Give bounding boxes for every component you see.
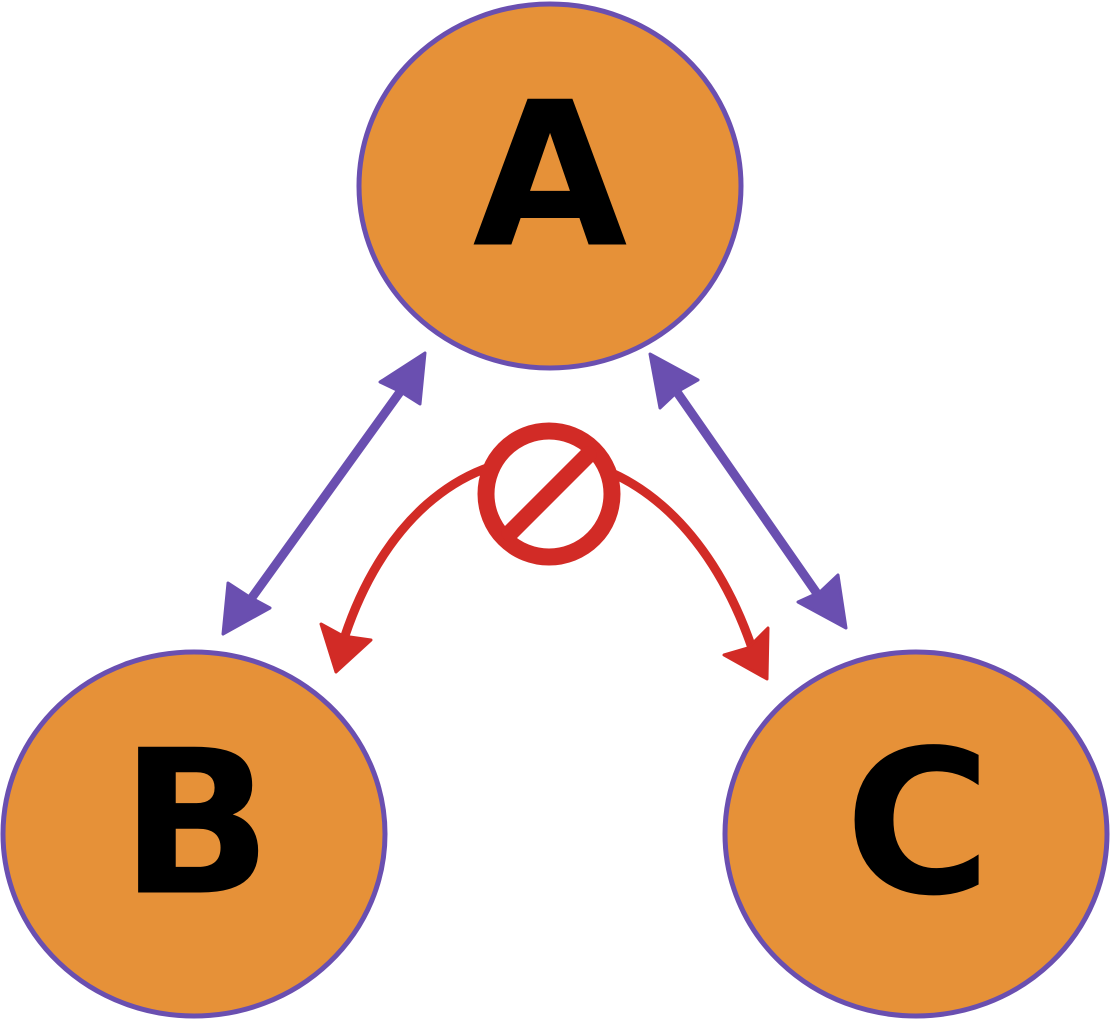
node-c-label: C — [845, 708, 992, 941]
edge-a-b — [221, 351, 427, 636]
edge-a-c-arrowhead-c — [796, 573, 848, 630]
edge-b-c-arrowhead-b — [319, 622, 373, 674]
edge-b-c-arrowhead-c — [722, 626, 770, 681]
edge-a-b-line — [238, 380, 410, 615]
node-a-circle — [356, 1, 744, 371]
node-a-label: A — [473, 60, 628, 293]
node-c-circle — [722, 649, 1110, 1019]
prohibited-icon-slash — [501, 446, 597, 542]
edge-a-b-arrowhead-b — [221, 581, 272, 636]
node-a: A — [356, 1, 744, 371]
edge-a-c-arrowhead-a — [648, 352, 700, 410]
node-b-circle — [0, 649, 388, 1019]
edge-a-c-line — [665, 377, 830, 610]
node-c: C — [722, 649, 1110, 1019]
prohibited-icon — [477, 422, 621, 566]
edge-a-b-arrowhead-a — [378, 351, 427, 406]
node-b: B — [0, 649, 388, 1019]
node-b-label: B — [120, 708, 272, 941]
edge-a-c — [648, 352, 848, 630]
